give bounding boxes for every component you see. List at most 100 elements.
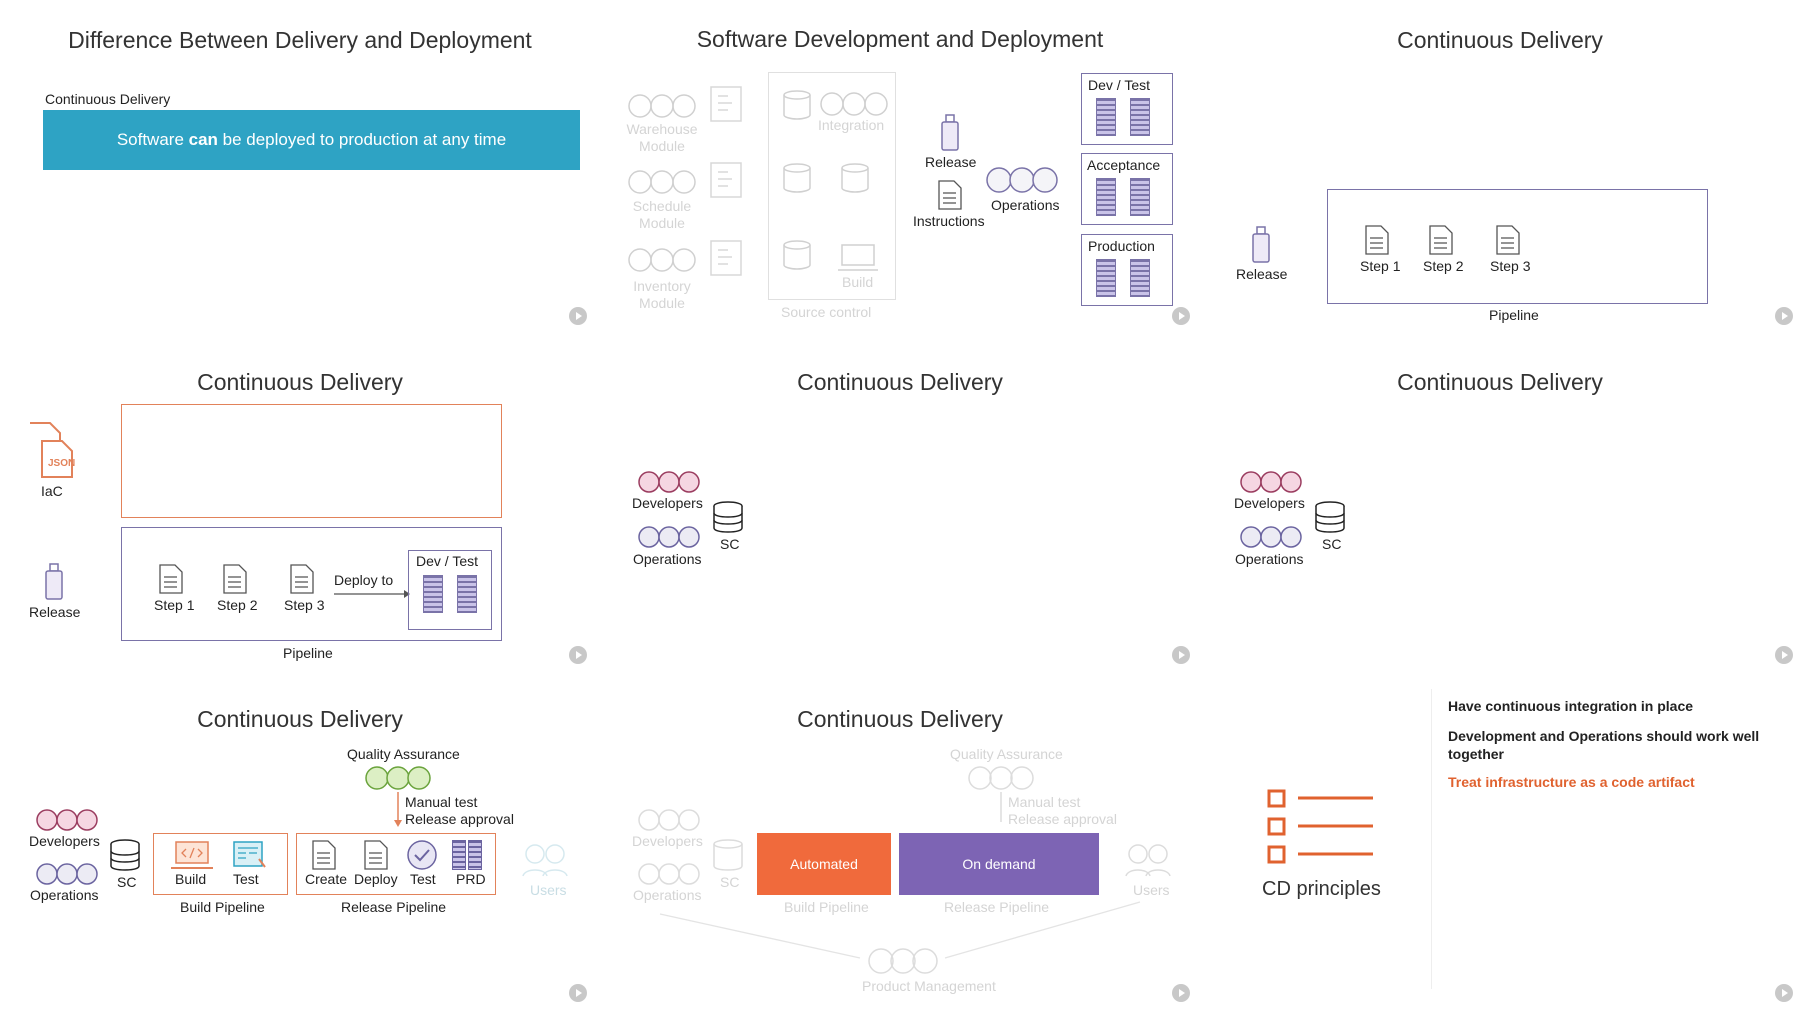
automated-block: Automated — [757, 833, 891, 895]
checklist-icon — [1267, 789, 1373, 864]
slide-title: Software Development and Deployment — [696, 26, 1104, 52]
step-label: Step 2 — [217, 597, 258, 613]
build-pipeline-label: Build Pipeline — [784, 899, 869, 915]
operations-label: Operations — [1235, 551, 1304, 567]
play-icon[interactable] — [1775, 307, 1793, 325]
document-icon — [1496, 225, 1520, 255]
slide-title: Continuous Delivery — [197, 369, 403, 395]
document-icon — [938, 180, 962, 210]
release-approval-label: Release approval — [405, 811, 514, 827]
sc-label: SC — [1322, 536, 1342, 552]
release-approval-label: Release approval — [1008, 811, 1117, 827]
server-icon — [1096, 98, 1116, 136]
dev-test-environment: Dev / Test — [408, 550, 492, 630]
server-icon — [1130, 178, 1150, 216]
server-icon — [1096, 178, 1116, 216]
test-label: Test — [410, 871, 436, 887]
database-icon — [783, 163, 811, 193]
server-icon — [423, 575, 443, 613]
play-icon[interactable] — [1172, 984, 1190, 1002]
banner-text-post: be deployed to production at any time — [217, 130, 507, 149]
schedule-module-label: Schedule Module — [632, 198, 692, 231]
slide-cd-principles: CD principles Have continuous integratio… — [1200, 674, 1800, 1011]
slide-title: Continuous Delivery — [197, 706, 403, 732]
env-label: Dev / Test — [416, 553, 478, 569]
source-control-box — [768, 72, 896, 300]
pipeline-label: Pipeline — [1489, 307, 1539, 323]
warehouse-module-label: Warehouse Module — [626, 121, 698, 154]
play-icon[interactable] — [569, 984, 587, 1002]
step-label: Step 2 — [1423, 258, 1464, 274]
people-icon — [1240, 526, 1302, 548]
slide-continuous-delivery-build-release: Continuous Delivery Quality Assurance Ma… — [0, 674, 600, 1011]
slide-title: Continuous Delivery — [1397, 27, 1603, 53]
people-icon — [36, 863, 98, 885]
divider — [1431, 689, 1432, 989]
users-label: Users — [1133, 882, 1170, 898]
people-icon — [986, 167, 1058, 193]
slide-continuous-delivery-automated-on-demand: Continuous Delivery Quality Assurance Ma… — [600, 674, 1200, 1011]
deploy-to-label: Deploy to — [334, 572, 394, 588]
sc-label: SC — [117, 874, 137, 890]
developers-label: Developers — [632, 495, 703, 511]
database-icon — [841, 163, 869, 193]
env-label: Production — [1088, 238, 1155, 254]
slide-continuous-delivery-teams-2: Continuous Delivery Developers SC Operat… — [1200, 337, 1800, 674]
slide-title: Continuous Delivery — [1397, 369, 1603, 395]
people-icon — [820, 92, 888, 116]
principle-3: Treat infrastructure as a code artifact — [1448, 774, 1695, 790]
slide-continuous-delivery-pipeline: Continuous Delivery Release Step 1 Step … — [1200, 0, 1800, 337]
server-icon — [1130, 259, 1150, 297]
operations-label: Operations — [30, 887, 99, 903]
server-icon — [457, 575, 477, 613]
developers-label: Developers — [29, 833, 100, 849]
slide-title: Continuous Delivery — [797, 706, 1003, 732]
users-icon — [1125, 844, 1171, 877]
document-icon — [312, 840, 336, 870]
sc-label: SC — [720, 536, 740, 552]
iac-box — [121, 404, 502, 518]
play-icon[interactable] — [1775, 646, 1793, 664]
source-control-label: Source control — [781, 304, 872, 320]
usb-drive-icon — [941, 114, 959, 151]
play-icon[interactable] — [1172, 646, 1190, 664]
build-label: Build — [842, 274, 874, 290]
banner-text-pre: Software — [116, 130, 189, 149]
cd-principles-caption: CD principles — [1262, 878, 1381, 900]
build-pipeline-box — [153, 833, 288, 895]
play-icon[interactable] — [569, 307, 587, 325]
slide-delivery-vs-deployment: Difference Between Delivery and Deployme… — [0, 0, 600, 337]
production-environment: Production — [1081, 234, 1173, 306]
step-label: Step 3 — [1490, 258, 1531, 274]
usb-drive-icon — [45, 563, 63, 600]
release-label: Release — [29, 604, 81, 620]
inventory-module-label: Inventory Module — [633, 278, 691, 311]
on-demand-block: On demand — [899, 833, 1099, 895]
test-label: Test — [233, 871, 259, 887]
people-icon — [968, 766, 1034, 790]
play-icon[interactable] — [1775, 984, 1793, 1002]
approval-arrow — [1000, 792, 1002, 822]
json-badge: JSON — [48, 458, 76, 469]
slide-continuous-delivery-teams: Continuous Delivery Developers SC Operat… — [600, 337, 1200, 674]
iac-label: IaC — [41, 483, 63, 499]
pipeline-box — [1327, 189, 1708, 304]
developers-label: Developers — [632, 833, 703, 849]
play-icon[interactable] — [1172, 307, 1190, 325]
operations-label: Operations — [633, 887, 702, 903]
product-management-label: Product Management — [862, 978, 996, 994]
build-pipeline-label: Build Pipeline — [180, 899, 265, 915]
instructions-label: Instructions — [913, 213, 985, 229]
principle-2: Development and Operations should work w… — [1448, 728, 1760, 762]
document-icon — [290, 564, 314, 594]
document-icon — [710, 86, 742, 122]
database-icon — [110, 839, 140, 871]
release-pipeline-label: Release Pipeline — [341, 899, 447, 915]
laptop-code-icon — [171, 841, 213, 869]
release-pipeline-label: Release Pipeline — [944, 899, 1050, 915]
deploy-label: Deploy — [354, 871, 398, 887]
play-icon[interactable] — [569, 646, 587, 664]
server-icon — [1130, 98, 1150, 136]
people-icon — [1240, 471, 1302, 493]
slide-continuous-delivery-iac: Continuous Delivery JSON IaC Release Ste… — [0, 337, 600, 674]
